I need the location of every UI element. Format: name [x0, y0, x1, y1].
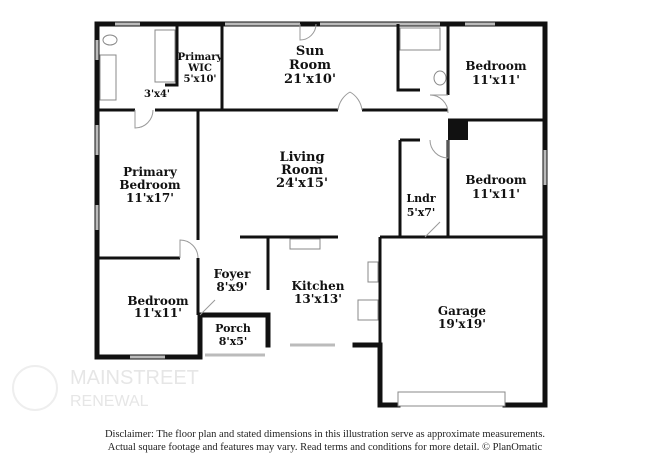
room-label-closet: 3'x4': [144, 89, 170, 100]
garage-door: [397, 391, 506, 407]
watermark-logo: MAINSTREET RENEWAL: [10, 362, 250, 414]
disclaimer-line-2: Actual square footage and features may v…: [107, 442, 543, 453]
logo-icon: MAINSTREET RENEWAL: [12, 365, 199, 411]
disclaimer-line-1: Disclaimer: The floor plan and stated di…: [104, 429, 546, 440]
interior-walls: [97, 24, 545, 345]
fixtures: [99, 23, 449, 321]
watermark-sub: RENEWAL: [70, 393, 149, 410]
watermark-text: MAINSTREET: [70, 367, 199, 389]
fireplace: [448, 120, 468, 140]
windows: [95, 22, 547, 407]
